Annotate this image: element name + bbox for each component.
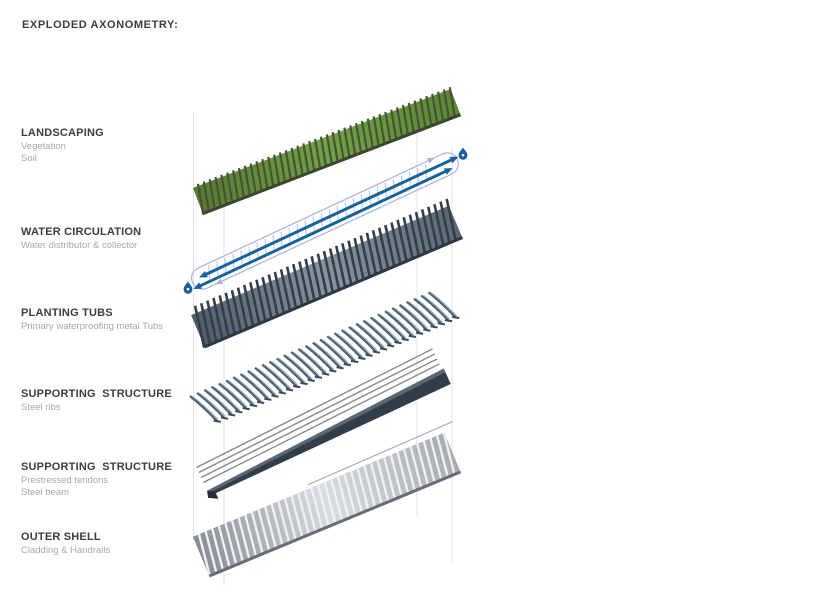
- layer-landscaping: [192, 87, 462, 215]
- label-sub: Water distributor & collector: [21, 240, 138, 251]
- layer-steel-ribs: [189, 291, 460, 423]
- label-water-circulation: WATER CIRCULATION Water distributor & co…: [21, 226, 141, 252]
- label-heading: WATER CIRCULATION: [21, 226, 142, 238]
- label-heading: LANDSCAPING: [21, 127, 104, 139]
- label-outer-shell: OUTER SHELL Cladding & Handrails: [21, 531, 110, 557]
- label-sub: Cladding & Handrails: [21, 545, 111, 556]
- layer-planting-tubs: [191, 198, 463, 349]
- layer-outer-shell: [192, 421, 462, 578]
- label-supporting-structure-beam: SUPPORTING STRUCTURE Prestressed tendons…: [21, 461, 172, 498]
- label-sub: Steel beam: [21, 486, 70, 498]
- layer-water-circulation: [191, 152, 459, 290]
- label-sub: Primary waterproofing metal Tubs: [21, 321, 164, 332]
- water-droplet-icon: [183, 281, 193, 294]
- label-planting-tubs: PLANTING TUBS Primary waterproofing meta…: [21, 307, 163, 333]
- label-heading: OUTER SHELL: [21, 531, 101, 543]
- label-heading: SUPPORTING STRUCTURE: [21, 461, 172, 473]
- label-heading: PLANTING TUBS: [21, 307, 113, 319]
- label-sub: Vegetation: [21, 141, 66, 152]
- label-heading: SUPPORTING STRUCTURE: [21, 388, 172, 400]
- label-landscaping: LANDSCAPING Vegetation Soil: [21, 127, 104, 164]
- label-sub: Soil: [21, 152, 37, 164]
- layer-tendons-beam: [196, 348, 451, 499]
- label-sub: Prestressed tendons: [21, 475, 109, 486]
- water-droplet-icon: [458, 147, 468, 160]
- label-sub: Steel ribs: [21, 402, 61, 413]
- page-title: EXPLODED AXONOMETRY:: [22, 19, 179, 31]
- label-supporting-structure-ribs: SUPPORTING STRUCTURE Steel ribs: [21, 388, 172, 414]
